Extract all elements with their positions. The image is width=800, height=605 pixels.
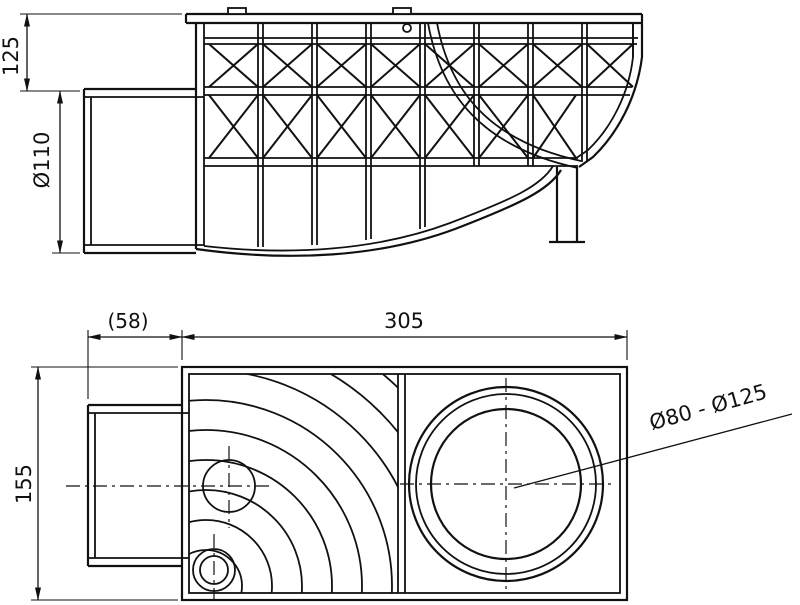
dim-label-width: 155 xyxy=(12,464,36,504)
dim-label-outlet: Ø80 - Ø125 xyxy=(647,380,770,435)
dim-inlet-110: Ø110 xyxy=(30,90,80,254)
dim-label-inlet: Ø110 xyxy=(30,132,54,189)
rim-clip-hole xyxy=(402,23,412,33)
rim-tab xyxy=(227,7,247,15)
ripple-arcs xyxy=(189,374,398,593)
body-interior-ribs xyxy=(257,166,426,247)
inlet-socket-side xyxy=(82,87,204,255)
grate-posts xyxy=(257,23,634,166)
dim-height-125: 125 xyxy=(0,13,182,92)
grate-lattice-row2 xyxy=(208,94,577,159)
label-outlet-range: Ø80 - Ø125 xyxy=(513,380,793,489)
side-view: 125 Ø110 xyxy=(0,7,644,257)
dim-label-socket: (58) xyxy=(107,309,148,333)
plan-body xyxy=(180,365,629,602)
body-left-wall xyxy=(194,23,205,249)
dim-label-length: 305 xyxy=(384,309,424,333)
leader-line xyxy=(513,413,793,489)
dim-length-305: 305 xyxy=(181,309,628,360)
bowl-bottom xyxy=(195,165,562,257)
plan-view: (58) 305 155 Ø80 - Ø125 xyxy=(12,309,793,602)
dim-width-155: 155 xyxy=(12,366,178,601)
dim-label-125: 125 xyxy=(0,36,23,76)
top-rim xyxy=(184,7,644,33)
body-right-edge xyxy=(427,22,644,244)
centerlines xyxy=(66,378,616,599)
dim-socket-58: (58) xyxy=(87,309,183,399)
grate-lattice-row1 xyxy=(208,43,634,88)
rim-tab xyxy=(392,7,412,15)
